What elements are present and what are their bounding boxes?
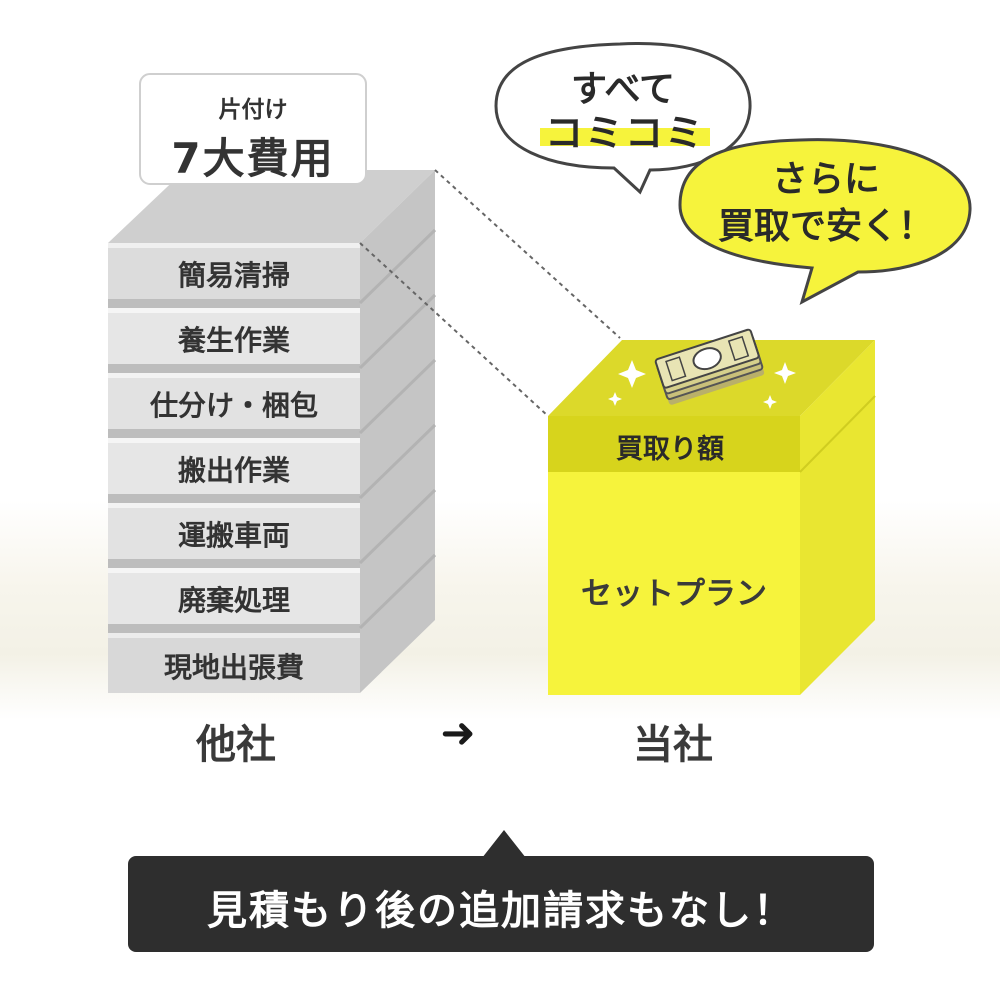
box-right-side: [800, 340, 875, 695]
yellow-bubble-line2: 買取で安く！: [717, 206, 935, 247]
stack-right-side: [360, 170, 435, 693]
box-body-label: セットプラン: [581, 576, 767, 612]
stack-item-6: 廃棄処理: [177, 584, 291, 617]
highlight-bar: [540, 128, 710, 146]
stack-item-3: 仕分け・梱包: [149, 389, 319, 422]
stack-side-lines: [358, 228, 437, 630]
money-stack-icon: [654, 328, 765, 405]
dashed-guide-lines: [359, 169, 621, 417]
left-caption: 他社: [196, 722, 276, 768]
yellow-speech-bubble: [678, 138, 972, 306]
white-speech-bubble: [494, 42, 752, 195]
stack-top-face: [108, 170, 435, 243]
stack-item-2: 養生作業: [177, 324, 291, 357]
stack-block-4: [108, 438, 360, 494]
stack-block-6: [108, 568, 360, 624]
stack-blocks: [108, 243, 360, 693]
stack-item-4: 搬出作業: [177, 454, 291, 487]
stack-block-1: [108, 243, 360, 299]
header-card: [139, 73, 367, 185]
right-caption: 当社: [633, 722, 713, 768]
white-bubble-line1: すべて: [570, 69, 676, 110]
bottom-banner-text: 見積もり後の追加請求もなし！: [207, 888, 795, 934]
box-lid-band: [548, 416, 800, 472]
header-small-label: 片付け: [218, 97, 288, 123]
stack-block-5: [108, 503, 360, 559]
stack-item-5: 運搬車両: [177, 519, 291, 552]
arrow-right-icon: ➜: [440, 708, 476, 757]
stack-block-2: [108, 308, 360, 364]
header-large-label: 7大費用: [171, 134, 335, 183]
stack-block-7: [108, 633, 360, 693]
yellow-bubble-line1: さらに: [771, 159, 881, 200]
stack-item-1: 簡易清掃: [177, 259, 291, 292]
box-lid-label: 買取り額: [616, 434, 724, 465]
white-bubble-line2: コミコミ: [544, 111, 706, 155]
stack-item-7: 現地出張費: [163, 651, 305, 684]
box-body: [548, 472, 800, 695]
sparkle-icons: [608, 360, 796, 409]
banner-pointer: [482, 830, 526, 858]
stack-block-3: [108, 373, 360, 429]
bottom-banner: [128, 856, 874, 952]
